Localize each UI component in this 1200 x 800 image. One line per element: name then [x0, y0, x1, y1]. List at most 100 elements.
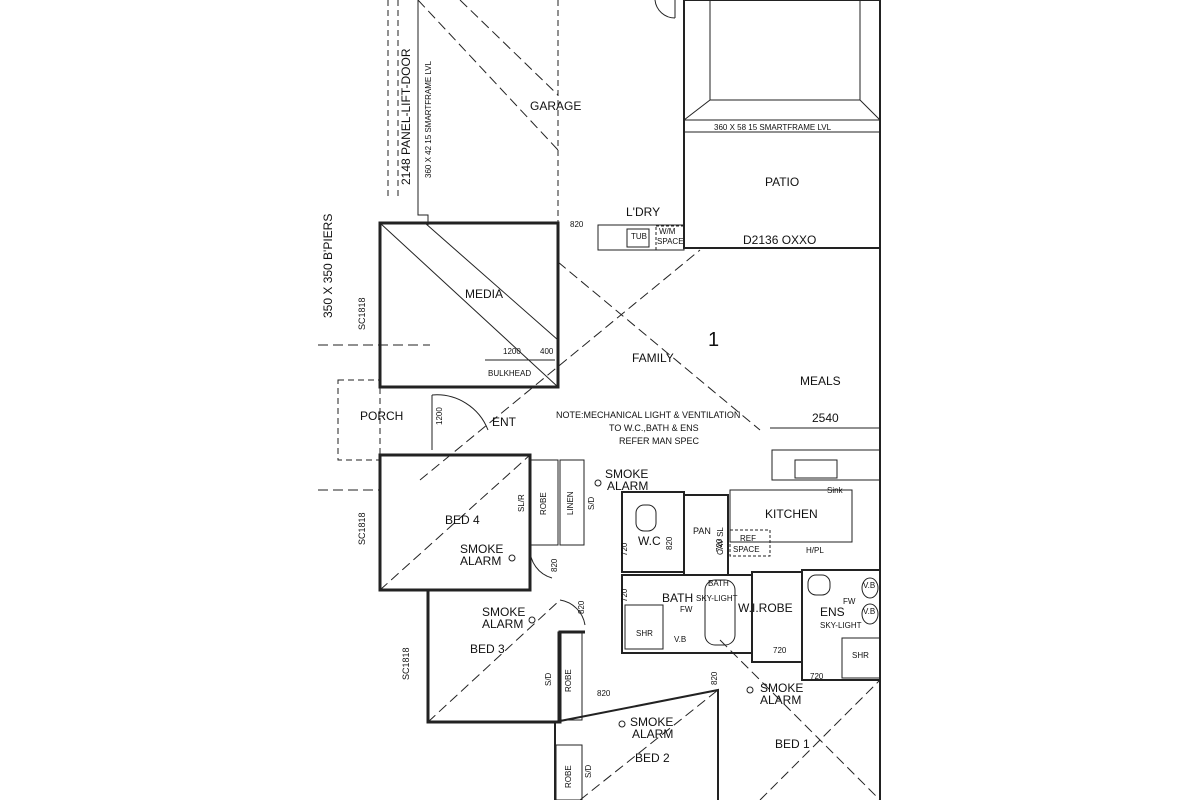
fixture-ens-skylight: SKY-LIGHT [820, 621, 862, 630]
annotation-garage-door: 2148 PANEL-LIFT-DOOR [399, 48, 413, 186]
room-bed-3: BED 3 [470, 642, 505, 656]
bath-shower [624, 604, 664, 650]
bath-tub [704, 579, 736, 646]
ens-toilet [807, 574, 831, 596]
annotation-note-line-1: NOTE:MECHANICAL LIGHT & VENTILATION [556, 410, 741, 420]
annotation-window-bed4: SC1818 [357, 512, 367, 545]
fixture-hplt: H/PL [806, 546, 824, 555]
annotation-note-line-3: REFER MAN SPEC [619, 436, 700, 446]
door-dim-wir: 720 [773, 646, 787, 655]
cupboard-sd-bed3: S/D [544, 672, 553, 686]
kitchen-sink [794, 459, 838, 479]
smoke-alarm-label-bed4-2: ALARM [460, 554, 502, 568]
fixture-ens-vanity-a: V.B [863, 581, 876, 590]
bed2-walls [554, 688, 719, 800]
room-meals: MEALS [800, 374, 841, 388]
fixture-ens-shower: SHR [852, 651, 869, 660]
room-entry: ENT [492, 415, 516, 429]
fixture-bath-skylight-2: SKY-LIGHT [696, 594, 738, 603]
room-bed-1: BED 1 [775, 737, 810, 751]
bed1-diagonal [719, 639, 881, 800]
fixture-bath-shower: SHR [636, 629, 653, 638]
garage-door-arc [654, 0, 676, 19]
fixture-bulkhead-dim-1: 1200 [503, 347, 521, 356]
door-dim-laundry: 820 [570, 220, 584, 229]
bed4-door-arc [529, 547, 553, 579]
smoke-alarm-symbol [618, 720, 626, 728]
fixture-bath-fw: FW [680, 605, 693, 614]
bed2-robe [555, 744, 583, 800]
smoke-alarm-symbol [746, 686, 754, 694]
door-dim-bath: 720 [620, 588, 629, 602]
smoke-alarm-symbol [528, 616, 536, 624]
laundry-tub [626, 228, 650, 248]
room-wir: W.I.ROBE [738, 601, 793, 615]
media-diagonal-b [424, 222, 559, 341]
ens-basin-a [861, 577, 879, 599]
room-porch: PORCH [360, 409, 404, 423]
linen-cupboard [559, 459, 585, 546]
wc-walls [621, 491, 685, 573]
fixture-ens-fw: FW [843, 597, 856, 606]
fixture-bulkhead: BULKHEAD [488, 369, 532, 378]
fixture-wm-1: W/M [659, 227, 676, 236]
fixture-wm-2: SPACE [657, 237, 684, 246]
patio-roof-hip-a [683, 99, 711, 121]
laundry-wm-space [655, 225, 685, 251]
smoke-alarm-label-hall-2: ALARM [607, 479, 649, 493]
level-number: 1 [708, 329, 720, 351]
cupboard-robe-bed2: ROBE [564, 765, 573, 788]
room-patio: PATIO [765, 175, 800, 189]
media-walls [378, 221, 560, 389]
garage-diagonal-a [417, 0, 559, 151]
room-ensuite: ENS [820, 605, 845, 619]
door-dim-bed1: 820 [710, 671, 719, 685]
room-media: MEDIA [465, 287, 504, 301]
cupboard-linen: LINEN [566, 491, 575, 515]
annotation-piers: 350 X 350 B'PIERS [321, 213, 335, 318]
fixture-tub: TUB [631, 232, 647, 241]
porch-outline [337, 379, 381, 461]
kitchen-bench [771, 449, 881, 481]
bed3-door-arc [559, 599, 586, 626]
door-dim-ens: 720 [810, 672, 824, 681]
fixture-bath-vanity: V.B [674, 635, 687, 644]
annotation-garage-beam: 360 X 42 15 SMARTFRAME LVL [424, 60, 433, 178]
garage-walls [417, 0, 429, 225]
patio-roof-hip-b [859, 99, 881, 121]
ens-shower [841, 637, 881, 679]
entry-door-arc [431, 394, 489, 431]
smoke-alarm-label-hall: SMOKE [605, 467, 649, 481]
smoke-alarm-label-bed4: SMOKE [460, 542, 504, 556]
room-pantry: PAN [693, 526, 711, 536]
door-dim-wc: 720 [620, 542, 629, 556]
annotation-patio-door: D2136 OXXO [743, 233, 817, 247]
door-dim-pantry: 720 [715, 538, 724, 552]
smoke-alarm-label-bed1: SMOKE [760, 681, 804, 695]
door-dim-bed4: 820 [550, 558, 559, 572]
smoke-alarm-label-bed3: SMOKE [482, 605, 526, 619]
smoke-alarm-symbol [508, 554, 516, 562]
laundry-bench [597, 224, 685, 251]
room-bed-2: BED 2 [635, 751, 670, 765]
fixture-bulkhead-dim-2: 400 [540, 347, 554, 356]
cupboard-sl-bed4: SL/R [517, 494, 526, 512]
smoke-alarm-label-bed2: SMOKE [630, 715, 674, 729]
annotation-meals-dim: 2540 [812, 411, 839, 425]
kitchen-island [729, 489, 853, 543]
family-diagonal [557, 261, 761, 431]
room-kitchen: KITCHEN [765, 507, 818, 521]
room-laundry: L'DRY [626, 205, 661, 219]
room-bath: BATH [662, 591, 694, 605]
cupboard-robe-bed4: ROBE [539, 492, 548, 515]
room-garage: GARAGE [530, 99, 582, 113]
cupboard-robe-bed3: ROBE [564, 669, 573, 692]
smoke-alarm-symbol [594, 479, 602, 487]
media-diagonal-a [379, 222, 559, 388]
room-family: FAMILY [632, 351, 674, 365]
bed4-diagonal [379, 454, 531, 591]
smoke-alarm-label-bed2-2: ALARM [632, 727, 674, 741]
fixture-ens-vanity-b: V.B [863, 607, 876, 616]
